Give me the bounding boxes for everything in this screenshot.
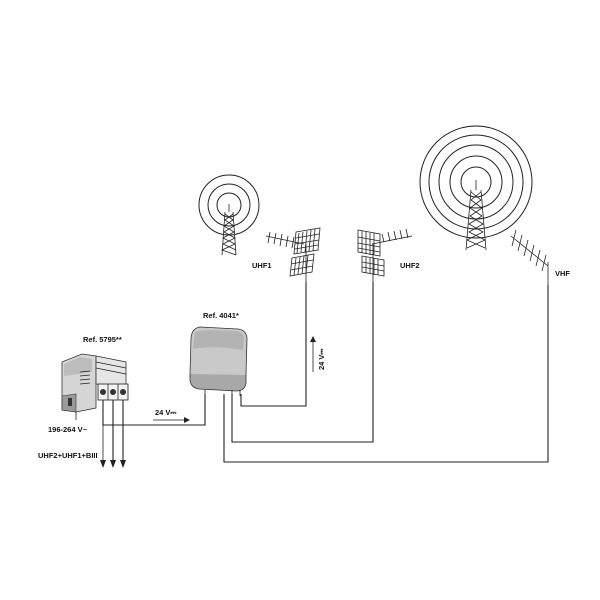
vhf-label: VHF <box>555 269 570 278</box>
transmitter-tower-vhf-icon <box>419 125 533 251</box>
power-supply-box-4041 <box>189 326 248 396</box>
vhf-antenna-icon <box>510 229 549 285</box>
mains-voltage-label: 196-264 V~ <box>48 425 88 434</box>
transmitter-tower-uhf1-icon <box>198 174 260 256</box>
voltage-label-horizontal: 24 V⎓ <box>155 408 177 417</box>
uhf1-label: UHF1 <box>252 261 272 270</box>
ref-amplifier-label: Ref. 5795** <box>83 335 122 344</box>
ref-box-label: Ref. 4041* <box>203 311 239 320</box>
voltage-label-vertical: 24 V⎓ <box>317 348 326 370</box>
amplifier-5795 <box>61 353 129 420</box>
uhf2-antenna-icon <box>357 228 413 282</box>
uhf2-label: UHF2 <box>400 261 420 270</box>
uhf1-antenna-icon <box>265 227 321 282</box>
flow-arrows <box>100 336 316 468</box>
output-bands-label: UHF2+UHF1+BIII <box>38 451 98 460</box>
coax-wiring <box>102 282 549 463</box>
